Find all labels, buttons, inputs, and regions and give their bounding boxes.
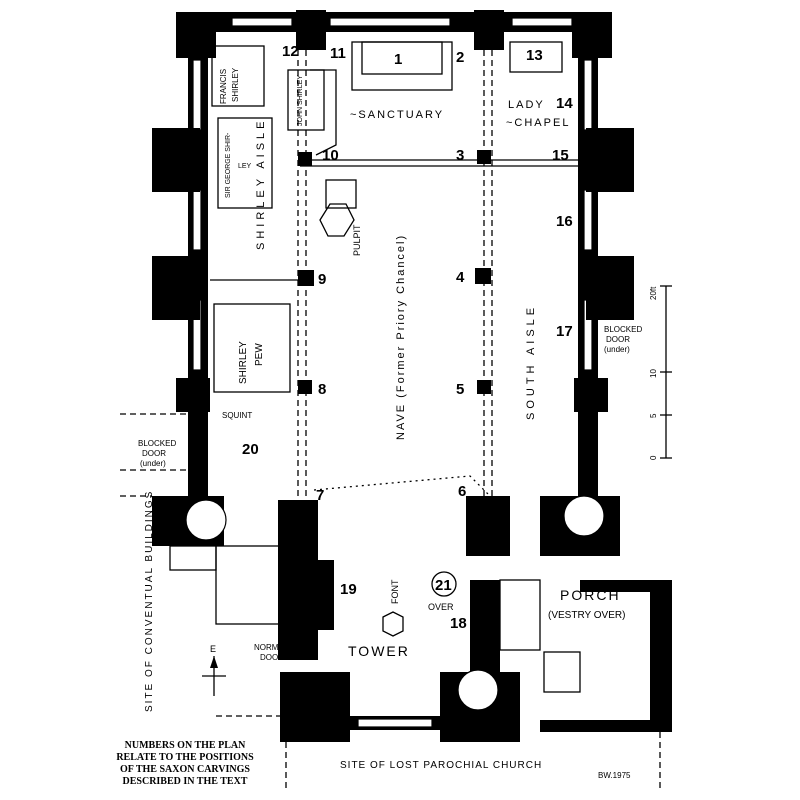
label-sir-george-ley: LEY bbox=[238, 163, 252, 170]
label-blocked-door-left-2: DOOR bbox=[142, 449, 166, 458]
tower-walls bbox=[152, 495, 672, 742]
carving-5: 5 bbox=[456, 381, 464, 398]
label-tower: TOWER bbox=[348, 643, 410, 659]
label-john-shirley: JOHN SHIRLEY bbox=[297, 75, 304, 126]
label-francis: FRANCIS bbox=[219, 69, 228, 104]
label-norman-1: NORMAN bbox=[254, 643, 290, 652]
label-blocked-door-left-3: (under) bbox=[140, 459, 166, 468]
caption-line-3: OF THE SAXON CARVINGS bbox=[120, 764, 250, 775]
label-porch: PORCH bbox=[560, 587, 621, 603]
carving-7: 7 bbox=[316, 487, 324, 504]
label-over: OVER bbox=[428, 602, 454, 612]
carving-4: 4 bbox=[456, 269, 465, 286]
carving-20: 20 bbox=[242, 441, 259, 458]
scale-label-10: 10 bbox=[649, 369, 658, 378]
nave-west bbox=[313, 475, 489, 495]
scale-bar bbox=[660, 285, 672, 459]
carving-9: 9 bbox=[318, 271, 326, 288]
label-lady: LADY bbox=[508, 99, 545, 111]
pulpit bbox=[319, 179, 357, 237]
scale-label-0: 0 bbox=[649, 455, 658, 460]
caption-line-4: DESCRIBED IN THE TEXT bbox=[122, 776, 248, 787]
caption: NUMBERS ON THE PLAN RELATE TO THE POSITI… bbox=[100, 740, 270, 788]
label-francis-shirley: SHIRLEY bbox=[231, 67, 240, 102]
carving-1: 1 bbox=[394, 51, 402, 68]
tombs bbox=[210, 45, 337, 393]
carving-2: 2 bbox=[456, 49, 464, 66]
label-blocked-door-right-1: BLOCKED bbox=[604, 325, 642, 334]
label-shirley-aisle: SHIRLEY AISLE bbox=[255, 117, 267, 250]
scale-label-5: 5 bbox=[649, 413, 658, 418]
label-parochial: SITE OF LOST PAROCHIAL CHURCH bbox=[340, 760, 542, 771]
label-sir-george: SIR GEORGE SHIR- bbox=[225, 132, 232, 198]
carving-3: 3 bbox=[456, 147, 464, 164]
label-signature: BW.1975 bbox=[598, 771, 631, 780]
carving-16: 16 bbox=[556, 213, 573, 230]
label-blocked-door-right-3: (under) bbox=[604, 345, 630, 354]
compass-icon bbox=[202, 656, 226, 696]
label-sanctuary: ~SANCTUARY bbox=[350, 109, 444, 121]
carving-8: 8 bbox=[318, 381, 326, 398]
carving-10: 10 bbox=[322, 147, 339, 164]
label-pulpit: PULPIT bbox=[352, 224, 362, 256]
label-conventual: SITE OF CONVENTUAL BUILDINGS bbox=[144, 490, 155, 712]
carving-21: 21 bbox=[435, 577, 452, 594]
label-vestry: (VESTRY OVER) bbox=[548, 610, 625, 621]
label-blocked-door-left-1: BLOCKED bbox=[138, 439, 176, 448]
east-wall bbox=[574, 40, 634, 510]
label-south-aisle: SOUTH AISLE bbox=[525, 304, 537, 420]
carving-14: 14 bbox=[556, 95, 573, 112]
carving-15: 15 bbox=[552, 147, 569, 164]
label-norman-2: DOOR bbox=[260, 653, 284, 662]
caption-line-1: NUMBERS ON THE PLAN bbox=[124, 740, 246, 751]
label-nave: NAVE (Former Priory Chancel) bbox=[395, 234, 407, 440]
west-wall bbox=[152, 40, 210, 510]
arcade-piers bbox=[297, 40, 600, 500]
scale-label-20ft: 20ft bbox=[649, 286, 658, 300]
altar bbox=[351, 41, 563, 91]
caption-line-2: RELATE TO THE POSITIONS bbox=[116, 752, 254, 763]
carving-21-ring bbox=[431, 571, 457, 597]
label-shirley-pew-2: PEW bbox=[254, 343, 265, 366]
label-shirley-pew-1: SHIRLEY bbox=[238, 341, 249, 384]
carving-12: 12 bbox=[282, 43, 299, 60]
carving-19: 19 bbox=[340, 581, 357, 598]
carving-13: 13 bbox=[526, 47, 543, 64]
label-blocked-door-right-2: DOOR bbox=[606, 335, 630, 344]
site-lines bbox=[120, 413, 661, 790]
label-font: FONT bbox=[390, 579, 400, 604]
carving-17: 17 bbox=[556, 323, 573, 340]
label-squint: SQUINT bbox=[222, 411, 252, 420]
carving-18: 18 bbox=[450, 615, 467, 632]
label-chapel: ~CHAPEL bbox=[506, 117, 570, 129]
label-compass-e: E bbox=[210, 644, 216, 654]
carving-11: 11 bbox=[330, 45, 346, 62]
carving-6: 6 bbox=[458, 483, 466, 500]
